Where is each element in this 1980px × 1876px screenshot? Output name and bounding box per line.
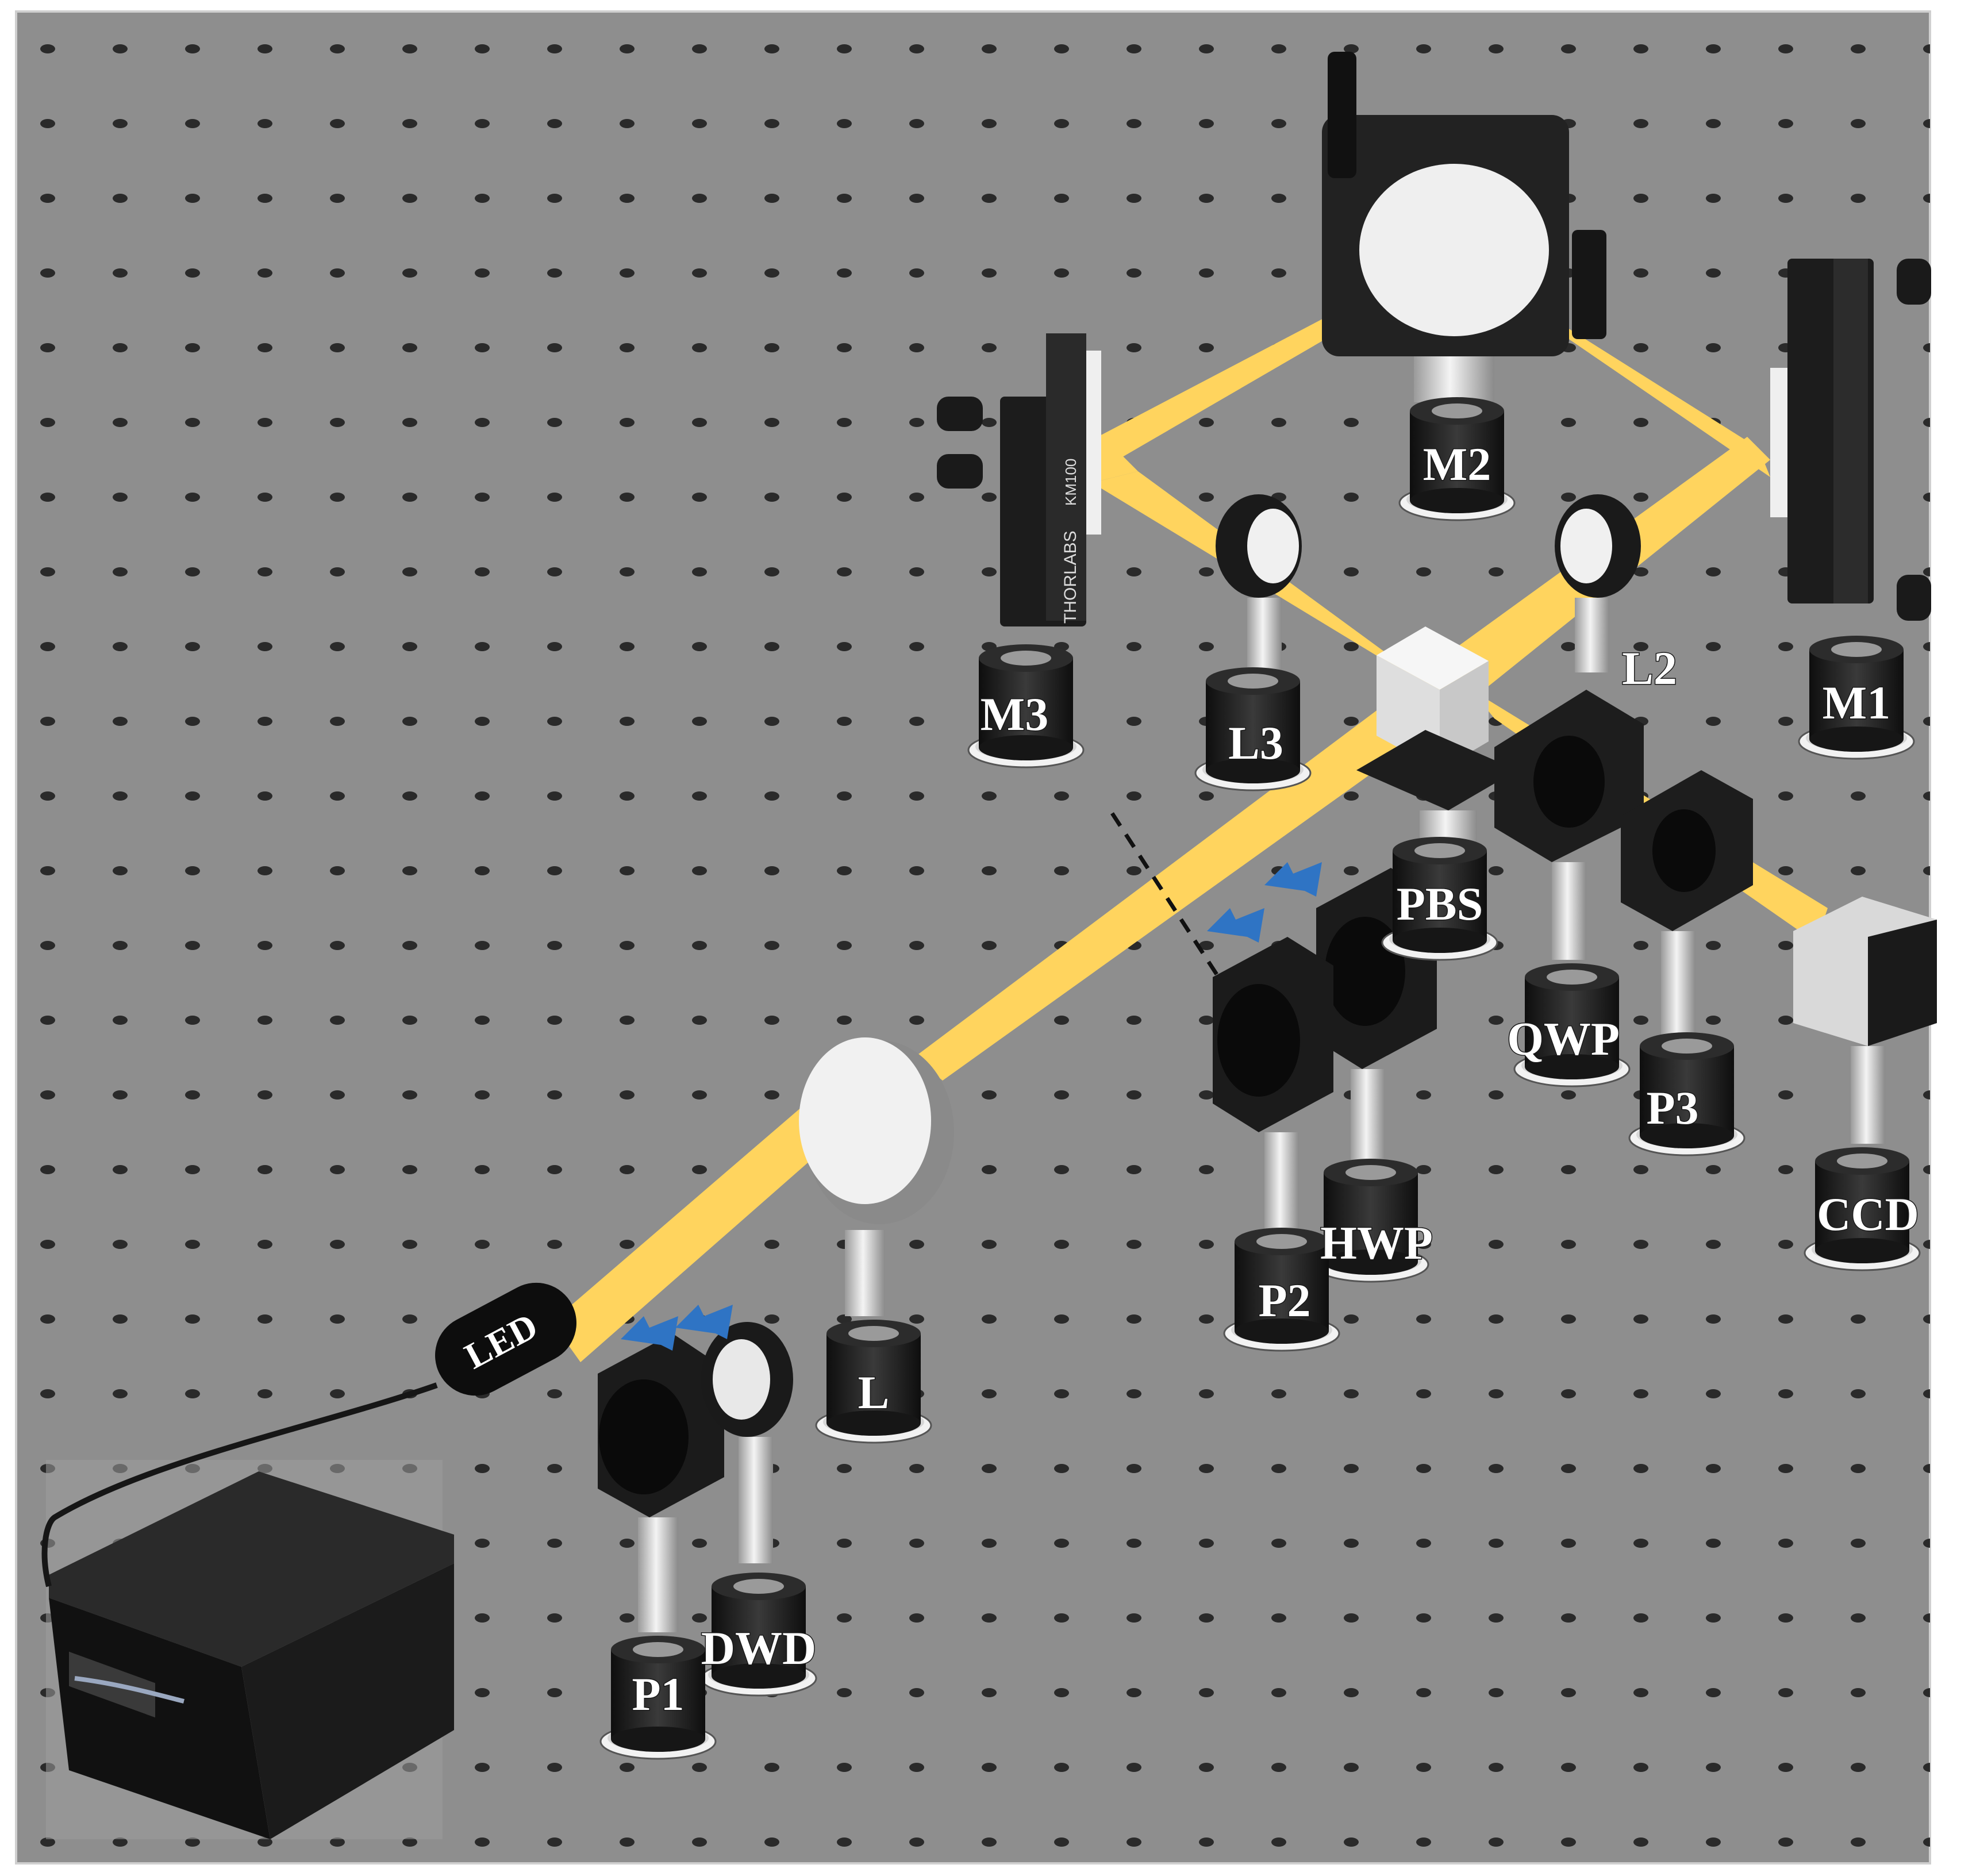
ccd-camera xyxy=(1793,897,1937,1144)
lens-l3-ring xyxy=(1216,494,1302,672)
label-p3: P3 xyxy=(1646,1082,1698,1134)
label-l: L xyxy=(858,1366,890,1418)
label-m2: M2 xyxy=(1423,438,1491,490)
qwp-mount xyxy=(1494,690,1644,960)
label-pbs: PBS xyxy=(1397,878,1483,930)
rotation-arrows xyxy=(621,862,1322,1351)
mount-model-marking: KM100 xyxy=(1062,459,1079,506)
label-l3: L3 xyxy=(1228,717,1283,769)
label-m3: M3 xyxy=(981,688,1048,740)
mirror-m1-mount xyxy=(1770,259,1931,621)
component-labels: M2 M1 M3 L3 L2 PBS QWP P3 CCD HWP P2 L D… xyxy=(631,437,1920,1721)
dashed-marker xyxy=(1110,812,1220,978)
label-hwp: HWP xyxy=(1320,1217,1433,1269)
label-ccd: CCD xyxy=(1817,1188,1919,1240)
label-p1: P1 xyxy=(632,1668,684,1720)
mirror-m2-mount xyxy=(1322,52,1606,402)
lens-l xyxy=(799,1037,954,1316)
label-m1: M1 xyxy=(1823,676,1890,729)
mount-brand-marking: THORLABS xyxy=(1061,530,1080,624)
p1-mount xyxy=(598,1333,724,1632)
led-cable xyxy=(41,1382,438,1587)
mirror-m3-mount: THORLABS KM100 xyxy=(937,333,1101,626)
led-driver-box xyxy=(46,1460,454,1839)
lens-l2-ring xyxy=(1555,494,1641,672)
label-qwp: QWP xyxy=(1507,1013,1620,1065)
dwd-ring xyxy=(701,1322,793,1563)
led-source: LED xyxy=(435,1282,576,1396)
label-p2: P2 xyxy=(1258,1274,1310,1327)
label-dwd: DWD xyxy=(701,1622,816,1674)
p3-mount xyxy=(1621,770,1753,1046)
p2-mount xyxy=(1213,937,1333,1230)
label-l2: L2 xyxy=(1622,642,1677,694)
